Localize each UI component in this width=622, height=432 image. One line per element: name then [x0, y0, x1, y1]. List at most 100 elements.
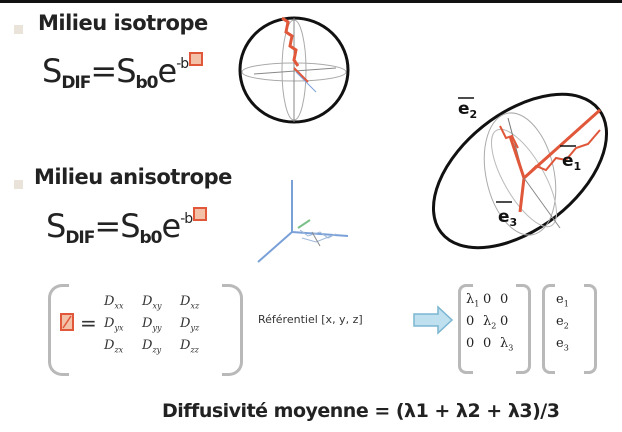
eq-exponent: -b: [176, 56, 189, 72]
tensor-cell-1-2-symbol: D: [180, 316, 191, 331]
e2-vector: [508, 135, 526, 179]
eq2-exponent: -b: [180, 211, 193, 227]
aniso-gray: [311, 231, 321, 247]
tensor-cell-2-2-symbol: D: [180, 338, 191, 353]
diffusion-path-b: [293, 67, 309, 83]
e3-vector: [518, 177, 526, 213]
ellipsoid-section-1: [483, 112, 557, 236]
top-rule: [0, 0, 622, 3]
eq2-exp: e: [161, 207, 182, 245]
eigen-cell-1-0: 0: [466, 314, 474, 329]
eq-exp: e: [157, 52, 178, 90]
heading-isotrope: Milieu isotrope: [38, 11, 208, 35]
tensor-cell-2-2-sub: zz: [190, 345, 199, 355]
tensor-cell-0-2-sub: xz: [190, 301, 200, 311]
eq2-signal: S: [46, 207, 66, 245]
tensor-cell-0-0: Dxx: [104, 294, 123, 311]
heading-anisotrope: Milieu anisotrope: [34, 165, 232, 189]
eigen-cell-0-1: 0: [483, 292, 491, 307]
eigen-cell-2-0: 0: [466, 336, 474, 351]
vector-left-paren: [542, 284, 555, 374]
vector-right-paren: [584, 284, 597, 374]
eigenvector-0: e1: [556, 292, 569, 309]
tensor-cell-2-0-sub: zx: [114, 345, 124, 355]
tensor-cell-1-0: Dyx: [104, 316, 123, 333]
isotropic-sphere: [238, 16, 350, 124]
eigen-cell-0-2-symbol: 0: [500, 292, 509, 307]
aniso-green: [297, 219, 311, 229]
equation-isotrope: SDIF=Sb0e-b: [42, 52, 204, 93]
e3-label: e3: [498, 207, 517, 229]
eq2-equals: =S: [94, 207, 140, 245]
eigen-cell-2-0-symbol: 0: [466, 336, 475, 351]
eq-signal-sub: DIF: [61, 73, 91, 93]
eigenvector-0-sub: 1: [563, 299, 569, 309]
tensor-left-paren: [48, 284, 69, 376]
eq-equals: =S: [90, 52, 136, 90]
diffusion-path: [281, 16, 300, 67]
eigen-cell-0-2: 0: [500, 292, 508, 307]
eq2-b0-sub: b0: [139, 228, 163, 248]
equation-anisotrope: SDIF=Sb0e-b: [46, 207, 208, 248]
diffusion-symbol-icon-2: [193, 207, 208, 221]
tensor-right-paren: [222, 284, 243, 376]
bullet-isotrope: [14, 25, 23, 34]
eigen-cell-1-1: λ2: [483, 314, 496, 331]
tensor-cell-1-0-sub: yx: [114, 323, 124, 333]
tensor-cell-1-1: Dyy: [142, 316, 161, 333]
axis-y: [291, 231, 349, 237]
bullet-anisotrope: [14, 180, 23, 189]
sphere-axis-x: [253, 67, 337, 75]
tensor-cell-0-1-sub: xy: [152, 301, 162, 311]
eq-b0-sub: b0: [135, 73, 159, 93]
tensor-cell-1-1-sub: yy: [152, 323, 162, 333]
aniso-path: [299, 229, 337, 243]
tensor-cell-1-2: Dyz: [180, 316, 199, 333]
eigen-cell-2-1-symbol: 0: [483, 336, 492, 351]
tensor-cell-0-0-symbol: D: [104, 294, 115, 309]
tensor-cell-2-0: Dzx: [104, 338, 123, 355]
e1-label: e1: [562, 151, 581, 173]
eigen-cell-2-2-symbol: λ: [500, 336, 509, 351]
axis-x: [257, 231, 293, 263]
diffusion-symbol-icon: [189, 52, 204, 66]
anisotropic-axes: [257, 180, 349, 263]
transform-arrow-icon: [413, 305, 454, 335]
eigenvector-1-sub: 2: [563, 321, 569, 331]
mean-diffusivity: Diffusivité moyenne = (λ1 + λ2 + λ3)/3: [162, 400, 560, 422]
tensor-cell-2-0-symbol: D: [104, 338, 115, 353]
tensor-cell-0-2: Dxz: [180, 294, 199, 311]
ellipsoid-axis-d: [523, 177, 561, 229]
eigen-cell-0-0: λ1: [466, 292, 479, 309]
diffusion-tensor-icon: [60, 313, 74, 331]
eigenvector-1-symbol: e: [556, 314, 564, 329]
tensor-cell-1-0-symbol: D: [104, 316, 115, 331]
ellipsoid-outline: [431, 92, 609, 250]
eigen-cell-2-1: 0: [483, 336, 491, 351]
e2-path: [499, 125, 519, 149]
tensor-equals: =: [80, 311, 97, 335]
eigen-cell-0-0-symbol: λ: [466, 292, 475, 307]
e1-path: [523, 129, 601, 179]
eigen-cell-1-1-sub: 2: [491, 321, 497, 331]
eigen-left-paren: [458, 284, 473, 374]
eigen-cell-1-2: 0: [500, 314, 508, 329]
eigenvector-0-symbol: e: [556, 292, 564, 307]
diffusion-ellipsoid: e2 e1 e3: [431, 92, 609, 250]
eigen-cell-1-1-symbol: λ: [483, 314, 492, 329]
tensor-cell-0-0-sub: xx: [114, 301, 124, 311]
eq2-signal-sub: DIF: [65, 228, 95, 248]
tensor-cell-1-2-sub: yz: [190, 323, 200, 333]
tensor-cell-2-2: Dzz: [180, 338, 199, 355]
tensor-cell-2-1-sub: zy: [152, 345, 162, 355]
tensor-cell-1-1-symbol: D: [142, 316, 153, 331]
tensor-cell-0-2-symbol: D: [180, 294, 191, 309]
sphere-axis-y: [295, 71, 317, 93]
eigenvector-2-symbol: e: [556, 336, 564, 351]
eigen-cell-0-0-sub: 1: [474, 299, 480, 309]
eigenvector-2-sub: 3: [563, 343, 569, 353]
tensor-cell-2-1: Dzy: [142, 338, 161, 355]
eigenvector-2: e3: [556, 336, 569, 353]
eigen-cell-2-2: λ3: [500, 336, 513, 353]
